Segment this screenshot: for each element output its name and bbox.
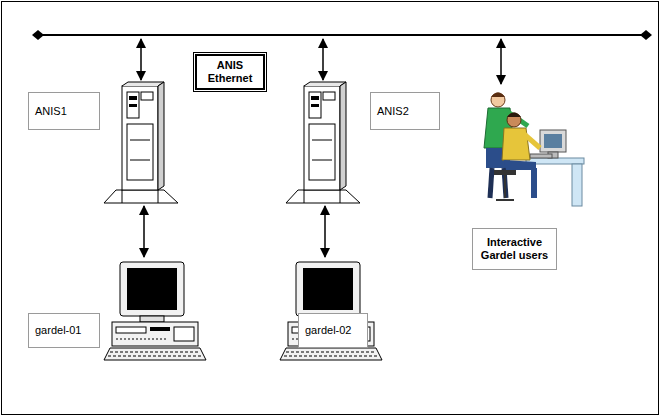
network-label: ANIS Ethernet	[195, 54, 265, 90]
host-label: ANIS2	[370, 92, 440, 130]
desktop-pc	[280, 262, 382, 360]
users-illustration	[484, 93, 584, 207]
workstation-label: gardel-02	[298, 313, 368, 348]
server-tower	[286, 82, 360, 203]
label-text: Interactive Gardel users	[477, 236, 552, 262]
workstation-label: gardel-01	[28, 313, 100, 348]
ethernet-bus	[32, 30, 652, 40]
label-text: gardel-02	[305, 324, 361, 337]
label-text: ANIS Ethernet	[201, 59, 259, 85]
label-text: ANIS2	[377, 105, 433, 118]
desktop-pc	[104, 262, 206, 360]
server-tower	[104, 82, 178, 203]
users-label: Interactive Gardel users	[472, 228, 557, 270]
label-text: ANIS1	[35, 105, 93, 118]
label-text: gardel-01	[35, 324, 93, 337]
host-label: ANIS1	[28, 92, 100, 130]
link-arrows	[141, 39, 501, 257]
